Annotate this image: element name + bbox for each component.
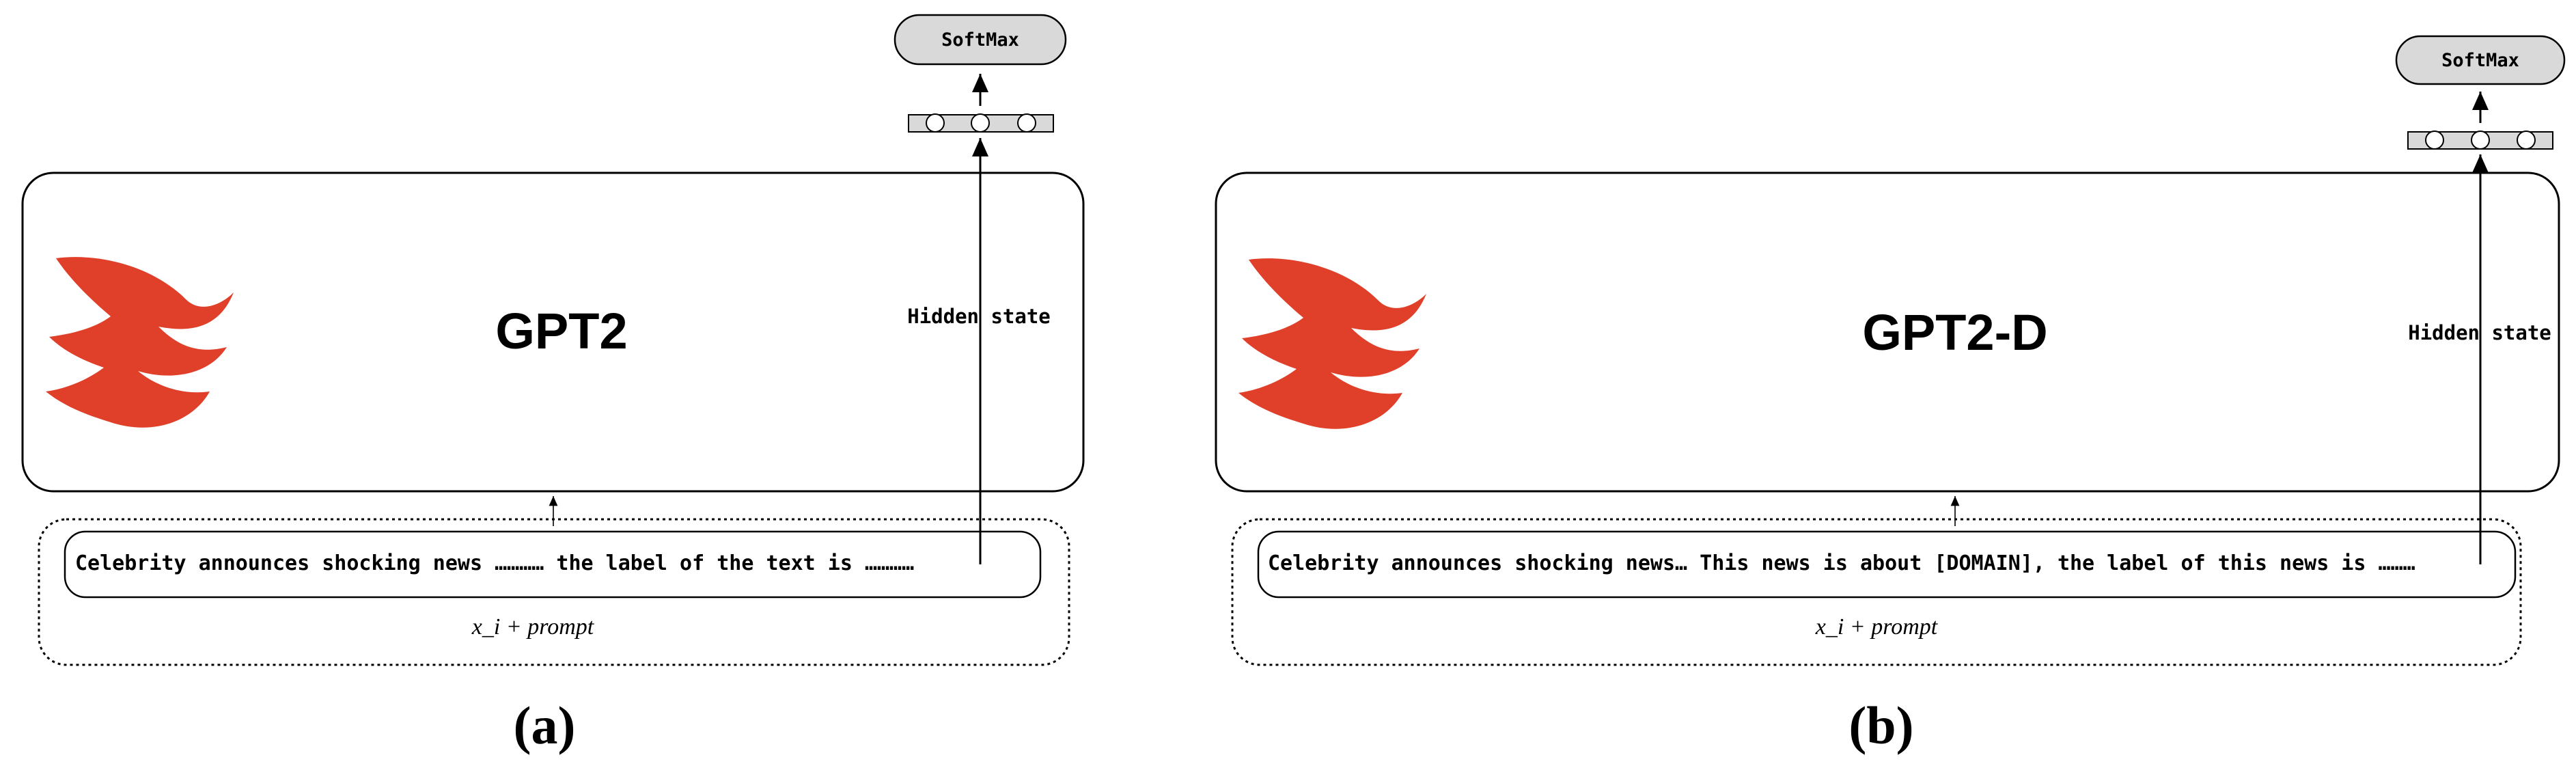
input-outer-box [38, 518, 1070, 666]
softmax-box [2395, 35, 2566, 85]
hidden-state-label: Hidden state [907, 305, 1051, 328]
vector-cell [2471, 131, 2490, 150]
model-box [21, 172, 1085, 493]
vector-cell [1017, 113, 1036, 133]
input-outer-box [1231, 518, 2522, 666]
vector-cell [971, 113, 990, 133]
input-caption: x_i + prompt [1815, 614, 1939, 640]
input-inner-box-visible [1257, 530, 2517, 599]
input-caption: x_i + prompt [471, 614, 595, 640]
model-box [1215, 172, 2560, 493]
vector-cell [2425, 131, 2444, 150]
vector-cell [2517, 131, 2536, 150]
panel-b: Celebrity announces shocking news… This … [1215, 35, 2566, 755]
softmax-box [894, 14, 1067, 66]
softmax-label: SoftMax [941, 29, 1019, 51]
panel-label: (b) [1848, 696, 1913, 755]
model-title: GPT2-D [1862, 304, 2047, 361]
input-text: Celebrity announces shocking news ………… t… [75, 551, 914, 575]
vector-cell [926, 113, 945, 133]
input-inner-box [64, 530, 1042, 599]
panel-a: Celebrity announces shocking news ………… t… [21, 14, 1085, 755]
panel-label: (a) [514, 696, 576, 755]
model-title: GPT2 [495, 303, 627, 359]
input-text: Celebrity announces shocking news… This … [1268, 551, 2415, 575]
softmax-label: SoftMax [2441, 50, 2519, 71]
